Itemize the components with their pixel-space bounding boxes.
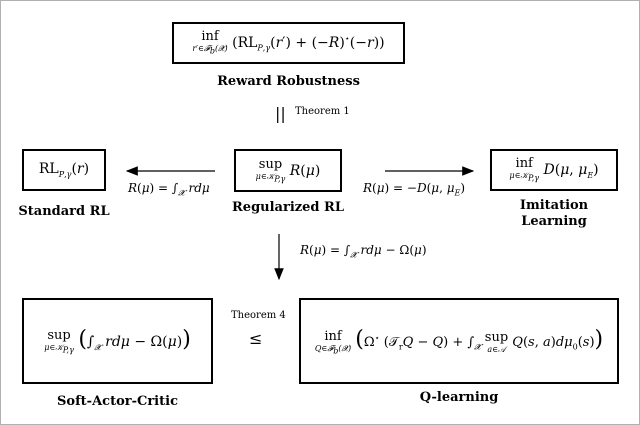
arrow-down-label: R(μ) = ∫𝓧 rdμ − Ω(μ) <box>300 243 427 260</box>
standard-rl-box: RLP,γ(r) <box>22 149 106 191</box>
soft-actor-critic-label: Soft-Actor-Critic <box>57 394 178 409</box>
arrow-left-label: R(μ) = ∫𝓧 rdμ <box>128 181 210 198</box>
q-learning-label: Q-learning <box>419 390 499 405</box>
equality-symbol: || <box>275 104 286 123</box>
inequality-symbol: ≤ <box>249 329 263 348</box>
theorem-1-note: Theorem 1 <box>295 106 350 117</box>
theorem-4-note: Theorem 4 <box>231 310 286 321</box>
regularized-rl-label: Regularized RL <box>232 200 344 215</box>
standard-rl-label: Standard RL <box>18 204 110 219</box>
standard-rl-formula: RLP,γ(r) <box>38 161 90 179</box>
reward-robustness-label: Reward Robustness <box>217 74 360 89</box>
imitation-learning-label: Imitation Learning <box>519 198 589 229</box>
arrow-right-label: R(μ) = −D(μ, μE) <box>363 181 466 198</box>
